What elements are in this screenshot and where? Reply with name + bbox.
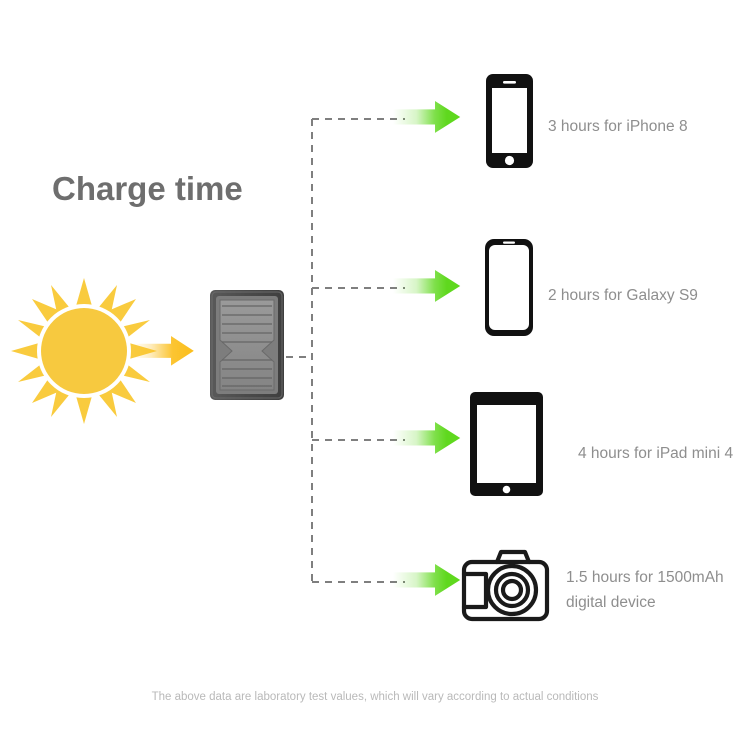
galaxy-phone-icon <box>485 239 533 336</box>
green-arrow-iphone <box>393 101 461 133</box>
ipad-icon <box>470 392 543 496</box>
yellow-arrow-icon <box>133 336 194 366</box>
device-label-galaxy: 2 hours for Galaxy S9 <box>548 287 698 304</box>
connector-lines <box>286 118 405 583</box>
disclaimer-text: The above data are laboratory test value… <box>151 691 599 703</box>
green-arrow-camera <box>393 564 461 596</box>
device-label-camera-line1: 1.5 hours for 1500mAh <box>566 569 724 586</box>
device-label-ipad: 4 hours for iPad mini 4 <box>578 445 734 462</box>
device-label-iphone: 3 hours for iPhone 8 <box>548 118 688 135</box>
solar-panel-icon <box>210 290 284 400</box>
device-label-camera: 1.5 hours for 1500mAh digital device <box>566 565 750 615</box>
device-label-camera-line2: digital device <box>566 594 656 611</box>
camera-icon <box>461 549 550 622</box>
green-arrow-galaxy <box>393 270 461 302</box>
sun-icon <box>11 278 157 424</box>
page-title: Charge time <box>52 170 243 207</box>
iphone-icon <box>486 74 533 168</box>
green-arrow-ipad <box>393 422 461 454</box>
